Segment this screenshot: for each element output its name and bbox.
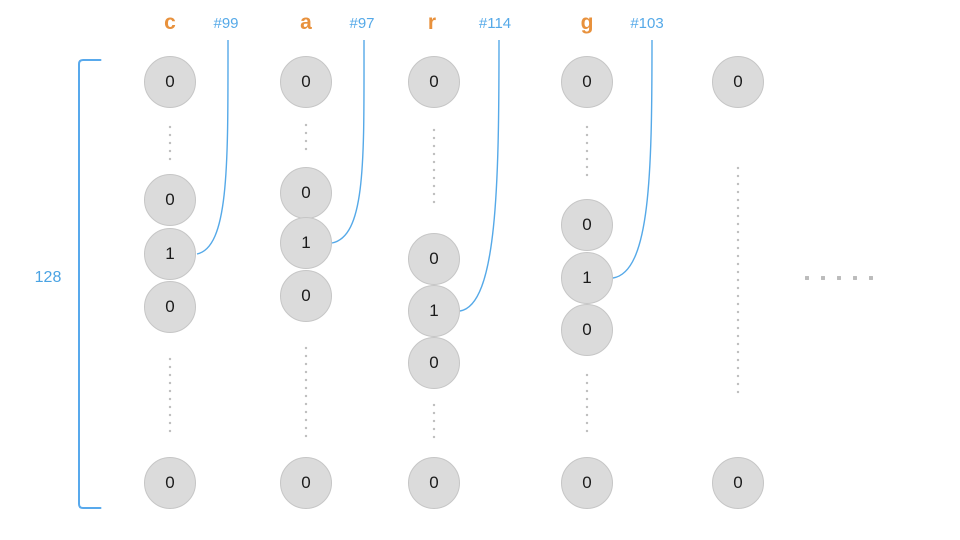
ellipsis-dots-vertical — [432, 126, 436, 206]
onehot-cell: 0 — [561, 56, 613, 108]
onehot-cell: 0 — [561, 199, 613, 251]
onehot-cell: 0 — [561, 304, 613, 356]
onehot-cell: 0 — [144, 174, 196, 226]
ellipsis-dots-vertical — [585, 123, 589, 179]
ascii-code-label-a: #97 — [349, 15, 375, 32]
onehot-cell: 0 — [144, 457, 196, 509]
onehot-cell: 0 — [280, 56, 332, 108]
onehot-cell: 0 — [712, 56, 764, 108]
ellipsis-dots-vertical — [168, 355, 172, 435]
onehot-cell: 0 — [280, 167, 332, 219]
char-label-g: g — [580, 11, 594, 34]
char-label-a: a — [300, 11, 312, 34]
ellipsis-dots-vertical — [736, 164, 740, 396]
ascii-code-label-r: #114 — [478, 15, 512, 32]
pointer-curve-a — [331, 39, 365, 244]
onehot-cell: 0 — [408, 56, 460, 108]
ellipsis-dots-vertical — [585, 371, 589, 435]
onehot-cell: 0 — [280, 270, 332, 322]
onehot-cell: 0 — [144, 56, 196, 108]
char-label-c: c — [164, 11, 176, 34]
pointer-curve-g — [612, 39, 653, 279]
onehot-cell: 0 — [408, 233, 460, 285]
onehot-cell-active: 1 — [280, 217, 332, 269]
onehot-cell: 0 — [280, 457, 332, 509]
ellipsis-dots-vertical — [432, 401, 436, 441]
pointer-curve-r — [459, 39, 500, 312]
onehot-cell: 0 — [144, 281, 196, 333]
onehot-cell: 0 — [712, 457, 764, 509]
onehot-cell: 0 — [408, 337, 460, 389]
ascii-code-label-c: #99 — [213, 15, 239, 32]
char-label-r: r — [427, 11, 437, 34]
onehot-cell-active: 1 — [144, 228, 196, 280]
onehot-cell: 0 — [561, 457, 613, 509]
dimension-label: 128 — [34, 269, 62, 286]
ascii-code-label-g: #103 — [630, 15, 664, 32]
pointer-curve-c — [196, 39, 229, 255]
ellipsis-dots-vertical — [304, 344, 308, 440]
dimension-bracket — [78, 59, 102, 509]
onehot-cell-active: 1 — [561, 252, 613, 304]
ellipsis-dots-horizontal — [805, 276, 873, 280]
onehot-cell: 0 — [408, 457, 460, 509]
ellipsis-dots-vertical — [304, 121, 308, 153]
onehot-cell-active: 1 — [408, 285, 460, 337]
ellipsis-dots-vertical — [168, 123, 172, 163]
